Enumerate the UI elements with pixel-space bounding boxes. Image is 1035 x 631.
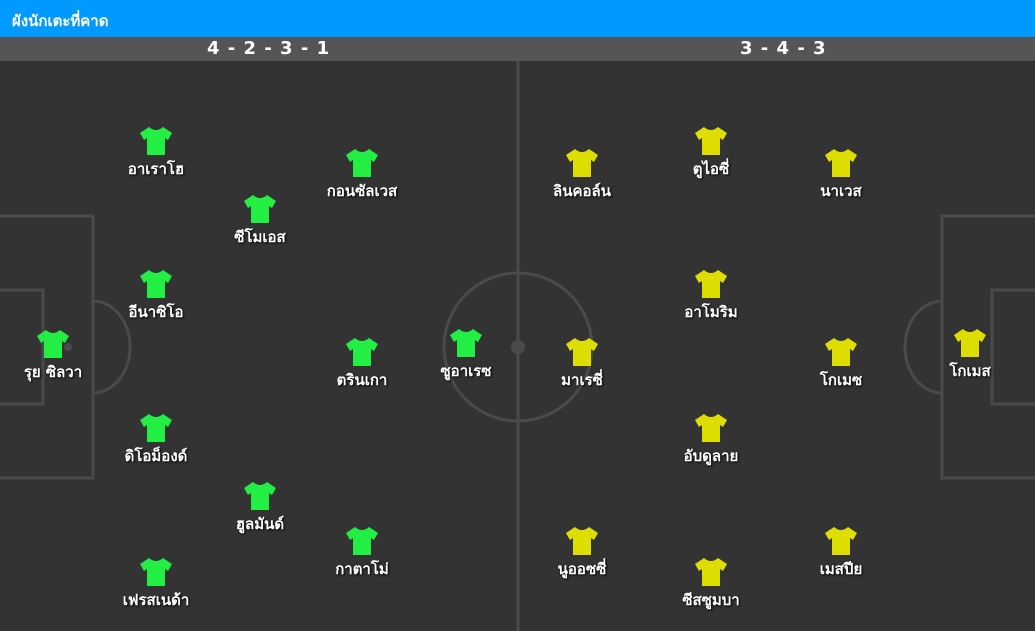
player-name: อาเราโฮ [127, 160, 185, 178]
away-player-centre-forward[interactable]: มาเรซี่ [522, 337, 642, 392]
player-name: เฟรสเนด้า [122, 591, 190, 609]
shirt-icon [825, 149, 857, 177]
shirt-icon [140, 127, 172, 155]
home-player-goalkeeper[interactable]: รุย ซิลวา [0, 329, 113, 384]
home-player-left-winger[interactable]: กาตาโม่ [302, 526, 422, 581]
player-name: โกเมซ [819, 371, 863, 389]
shirt-icon [825, 338, 857, 366]
player-name: นาเวส [820, 182, 862, 200]
home-player-right-winger[interactable]: กอนซัลเวส [302, 148, 422, 203]
shirt-icon [346, 149, 378, 177]
home-player-defensive-midfielder[interactable]: ซีโมเอส [200, 194, 320, 249]
away-player-goalkeeper[interactable]: โกเมส [910, 328, 1030, 383]
home-player-centre-back[interactable]: ดิโอม็องด์ [96, 413, 216, 468]
shirt-icon [346, 527, 378, 555]
shirt-icon [566, 338, 598, 366]
pitch-markings [0, 61, 1035, 631]
home-player-centre-back[interactable]: อีนาซิโอ [96, 269, 216, 324]
player-name: มาเรซี่ [561, 371, 603, 389]
away-player-centre-back[interactable]: เมสปีย [781, 526, 901, 581]
shirt-icon [695, 558, 727, 586]
away-player-right-midfielder[interactable]: ตูไอซี่ [651, 126, 771, 181]
player-name: ซีสซูมบา [682, 591, 740, 609]
player-name: เมสปีย [819, 560, 863, 578]
away-player-centre-back[interactable]: นาเวส [781, 148, 901, 203]
pitch: รุย ซิลวา อาเราโฮ อีนาซิโอ ดิโอม็องด์ เฟ… [0, 61, 1035, 631]
shirt-icon [140, 558, 172, 586]
home-player-striker[interactable]: ซูอาเรซ [406, 328, 526, 383]
away-player-right-forward[interactable]: ลินคอล์น [522, 148, 642, 203]
shirt-icon [695, 270, 727, 298]
shirt-icon [825, 527, 857, 555]
player-name: อับดูลาย [683, 447, 739, 465]
home-formation: 4 - 2 - 3 - 1 [207, 38, 331, 59]
away-player-centre-midfielder[interactable]: อับดูลาย [651, 413, 771, 468]
shirt-icon [37, 330, 69, 358]
player-name: นูออซซี่ [557, 560, 607, 578]
player-name: ลินคอล์น [553, 182, 611, 200]
formation-bar: 4 - 2 - 3 - 1 3 - 4 - 3 [0, 37, 1035, 61]
away-player-centre-back[interactable]: โกเมซ [781, 337, 901, 392]
shirt-icon [695, 127, 727, 155]
shirt-icon [566, 149, 598, 177]
home-player-right-back[interactable]: อาเราโฮ [96, 126, 216, 181]
player-name: กอนซัลเวส [326, 182, 398, 200]
player-name: ฮูลมันด์ [235, 515, 285, 533]
lineup-header: ผังนักเตะที่คาด [0, 0, 1035, 37]
player-name: กาตาโม่ [335, 560, 389, 578]
player-name: ซูอาเรซ [440, 362, 492, 380]
player-name: อาโมริม [684, 303, 738, 321]
shirt-icon [954, 329, 986, 357]
home-player-defensive-midfielder[interactable]: ฮูลมันด์ [200, 481, 320, 536]
player-name: ตูไอซี่ [692, 160, 730, 178]
shirt-icon [695, 414, 727, 442]
shirt-icon [566, 527, 598, 555]
shirt-icon [346, 338, 378, 366]
away-formation: 3 - 4 - 3 [740, 38, 827, 59]
shirt-icon [244, 482, 276, 510]
away-player-left-midfielder[interactable]: ซีสซูมบา [651, 557, 771, 612]
home-player-left-back[interactable]: เฟรสเนด้า [96, 557, 216, 612]
away-player-left-forward[interactable]: นูออซซี่ [522, 526, 642, 581]
player-name: รุย ซิลวา [23, 363, 83, 381]
player-name: ตรินเกา [336, 371, 388, 389]
shirt-icon [244, 195, 276, 223]
lineup-title: ผังนักเตะที่คาด [12, 12, 109, 30]
away-player-centre-midfielder[interactable]: อาโมริม [651, 269, 771, 324]
player-name: ซีโมเอส [234, 228, 286, 246]
player-name: โกเมส [949, 362, 991, 380]
player-name: ดิโอม็องด์ [124, 447, 188, 465]
shirt-icon [140, 270, 172, 298]
home-player-attacking-midfielder[interactable]: ตรินเกา [302, 337, 422, 392]
shirt-icon [140, 414, 172, 442]
shirt-icon [450, 329, 482, 357]
player-name: อีนาซิโอ [128, 303, 184, 321]
